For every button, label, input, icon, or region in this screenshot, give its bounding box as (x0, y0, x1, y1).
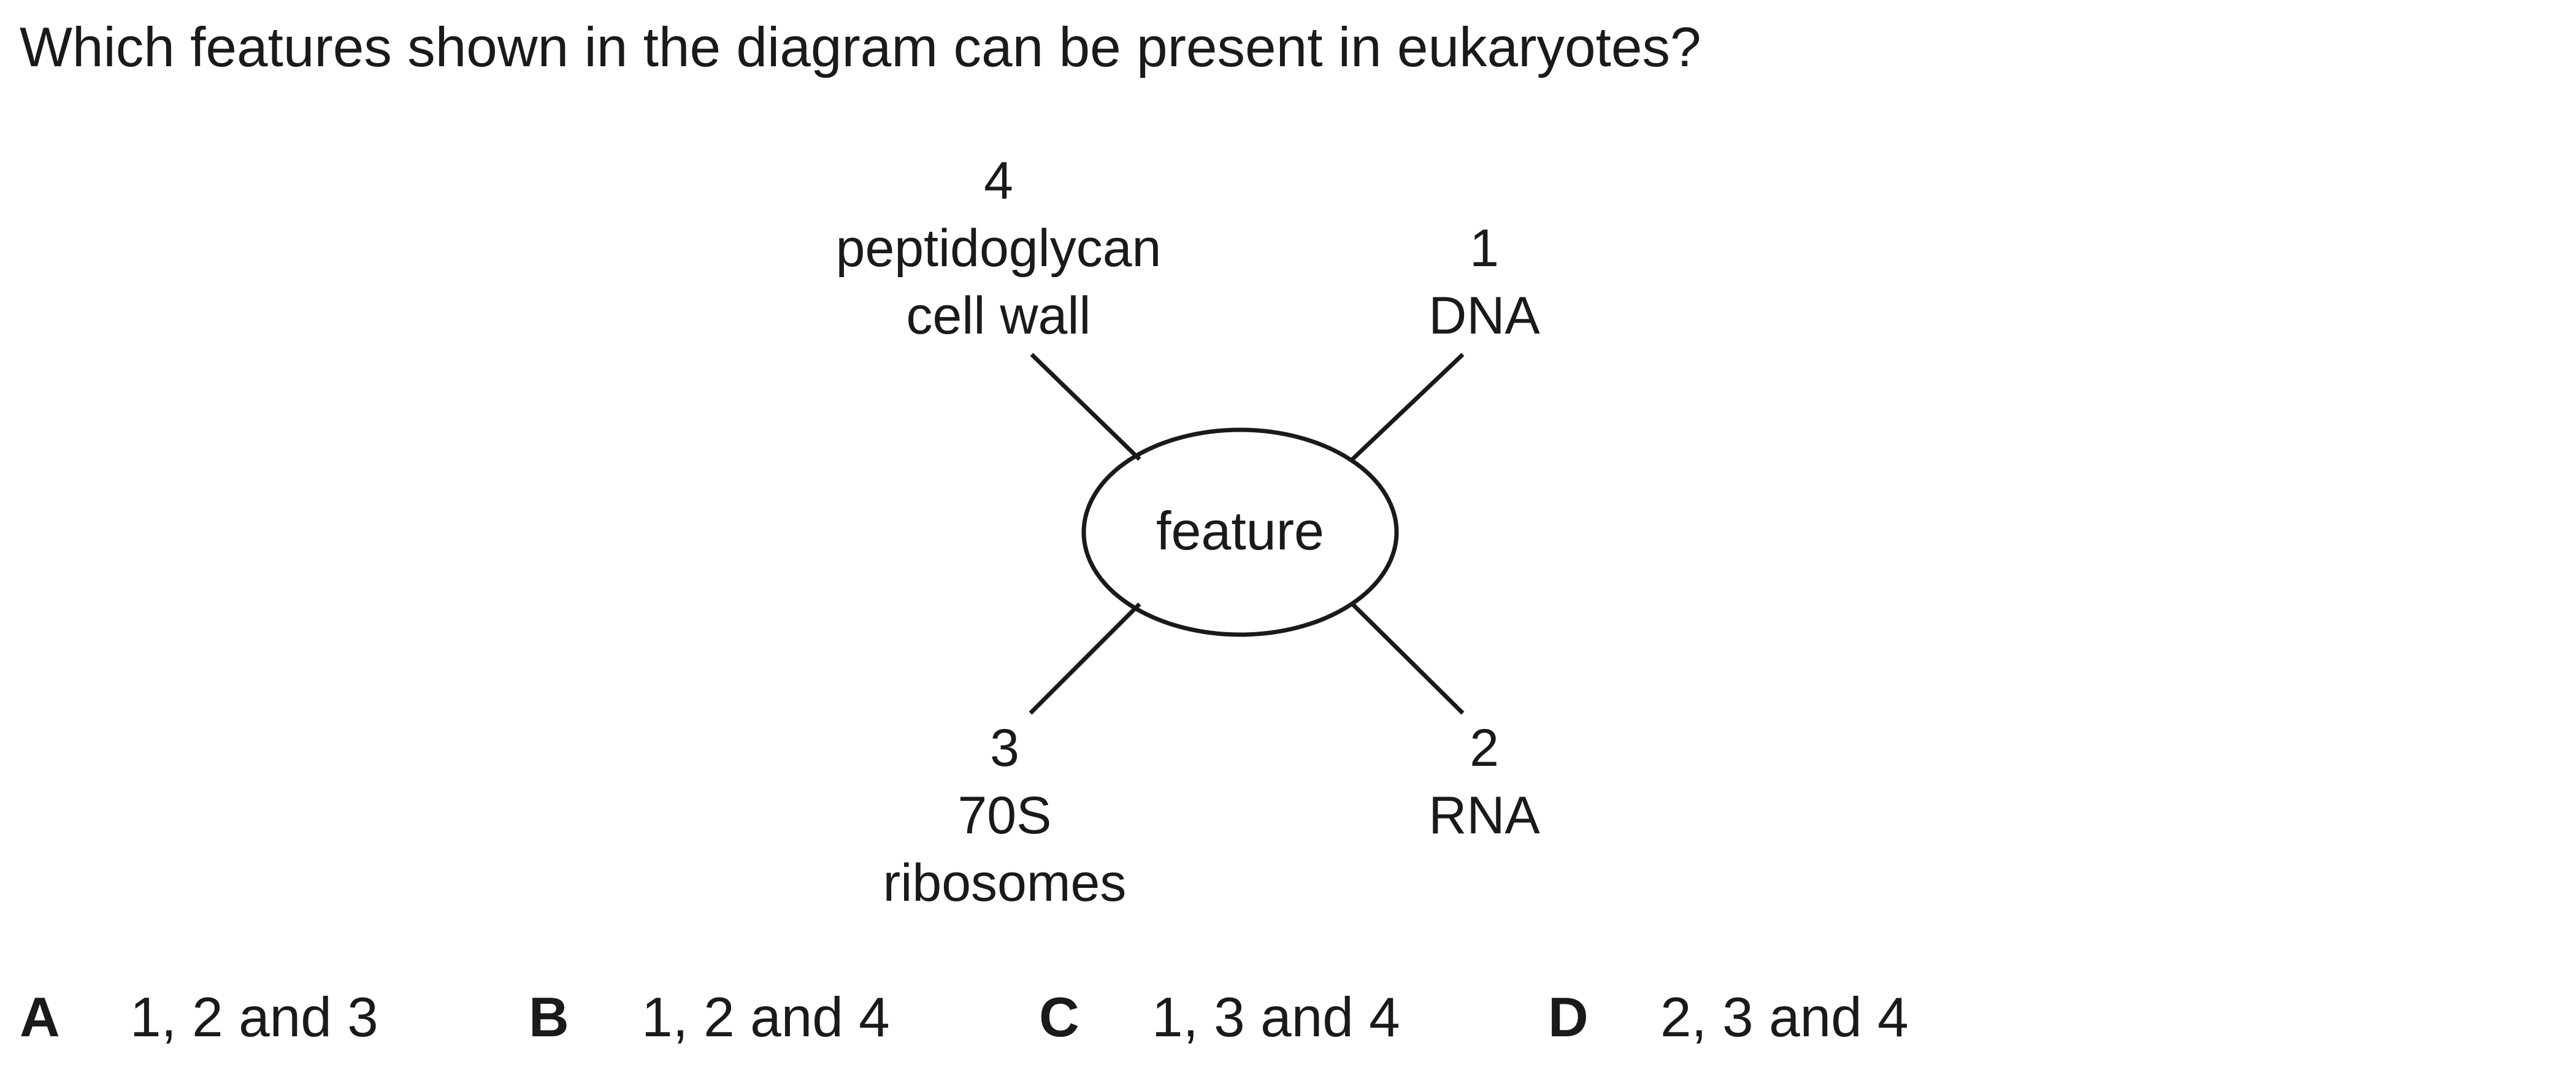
option-text: 1, 3 and 4 (1152, 987, 1400, 1049)
option-letter: C (1039, 987, 1079, 1049)
question-text: Which features shown in the diagram can … (20, 17, 1701, 78)
connector-line-2 (1351, 602, 1465, 715)
option-text: 2, 3 and 4 (1660, 987, 1909, 1049)
option-letter: B (529, 987, 569, 1049)
option-letter: D (1548, 987, 1589, 1049)
option-text: 1, 2 and 4 (642, 987, 890, 1049)
feature-3-number: 3 (990, 719, 1019, 778)
feature-1-label: 1 DNA (1428, 215, 1540, 350)
feature-1-number: 1 (1470, 219, 1499, 278)
feature-2-name-line1: RNA (1428, 786, 1540, 845)
feature-1-name-line1: DNA (1428, 286, 1540, 345)
feature-2-number: 2 (1470, 719, 1499, 778)
feature-3-name-line1: 70S (957, 786, 1052, 845)
feature-4-number: 4 (984, 151, 1013, 210)
option-letter: A (20, 987, 60, 1049)
feature-4-name-line1: peptidoglycan (835, 219, 1162, 278)
feature-2-label: 2 RNA (1428, 714, 1540, 849)
feature-4-label: 4 peptidoglycan cell wall (836, 147, 1162, 350)
connector-line-4 (1030, 353, 1141, 461)
feature-3-name-line2: ribosomes (883, 854, 1127, 912)
answer-options: A 1, 2 and 3 B 1, 2 and 4 C 1, 3 and 4 D… (0, 984, 2576, 1052)
feature-4-name-line2: cell wall (906, 286, 1091, 345)
center-label: feature (1156, 500, 1324, 561)
center-ellipse (1081, 427, 1399, 637)
option-text: 1, 2 and 3 (130, 987, 378, 1049)
connector-line-1 (1351, 353, 1465, 461)
feature-3-label: 3 70S ribosomes (883, 714, 1127, 917)
connector-line-3 (1029, 602, 1141, 715)
